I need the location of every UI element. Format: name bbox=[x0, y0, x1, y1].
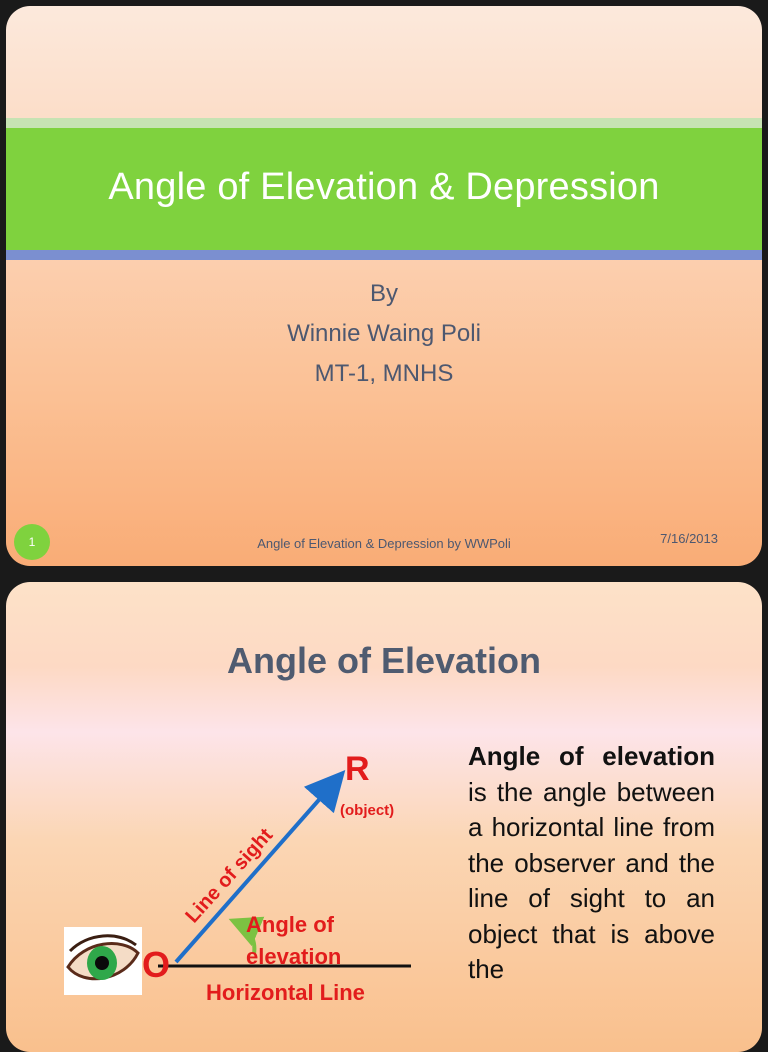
subtitle-block: By Winnie Waing Poli MT-1, MNHS bbox=[6, 274, 762, 394]
angle-label-line-2: elevation bbox=[246, 944, 341, 970]
horizontal-line-label: Horizontal Line bbox=[206, 980, 365, 1006]
slide-date: 7/16/2013 bbox=[660, 531, 718, 546]
slide-1-title: Angle of Elevation & Depression bbox=[108, 166, 659, 209]
point-o-label: O bbox=[142, 944, 170, 986]
slide-2: Angle of Elevation Line of sight bbox=[6, 582, 762, 1052]
title-band-bottom-stripe bbox=[6, 250, 762, 260]
definition-body: is the angle between a horizontal line f… bbox=[468, 777, 715, 985]
title-band: Angle of Elevation & Depression bbox=[6, 128, 762, 250]
angle-label-line-1: Angle of bbox=[246, 912, 334, 938]
slide-1: Angle of Elevation & Depression By Winni… bbox=[6, 6, 762, 566]
object-label: (object) bbox=[340, 802, 394, 819]
elevation-diagram: Line of sight R (object) Angle of elevat… bbox=[6, 582, 466, 1052]
by-label: By bbox=[6, 274, 762, 314]
slide-footer: Angle of Elevation & Depression by WWPol… bbox=[6, 536, 762, 551]
eye-icon bbox=[64, 927, 142, 995]
definition-text: Angle of elevation is the angle between … bbox=[468, 739, 715, 988]
author-name: Winnie Waing Poli bbox=[6, 314, 762, 354]
definition-term: Angle of elevation bbox=[468, 741, 715, 771]
author-affiliation: MT-1, MNHS bbox=[6, 354, 762, 394]
title-band-top-stripe bbox=[6, 118, 762, 128]
point-r-label: R bbox=[345, 750, 370, 789]
